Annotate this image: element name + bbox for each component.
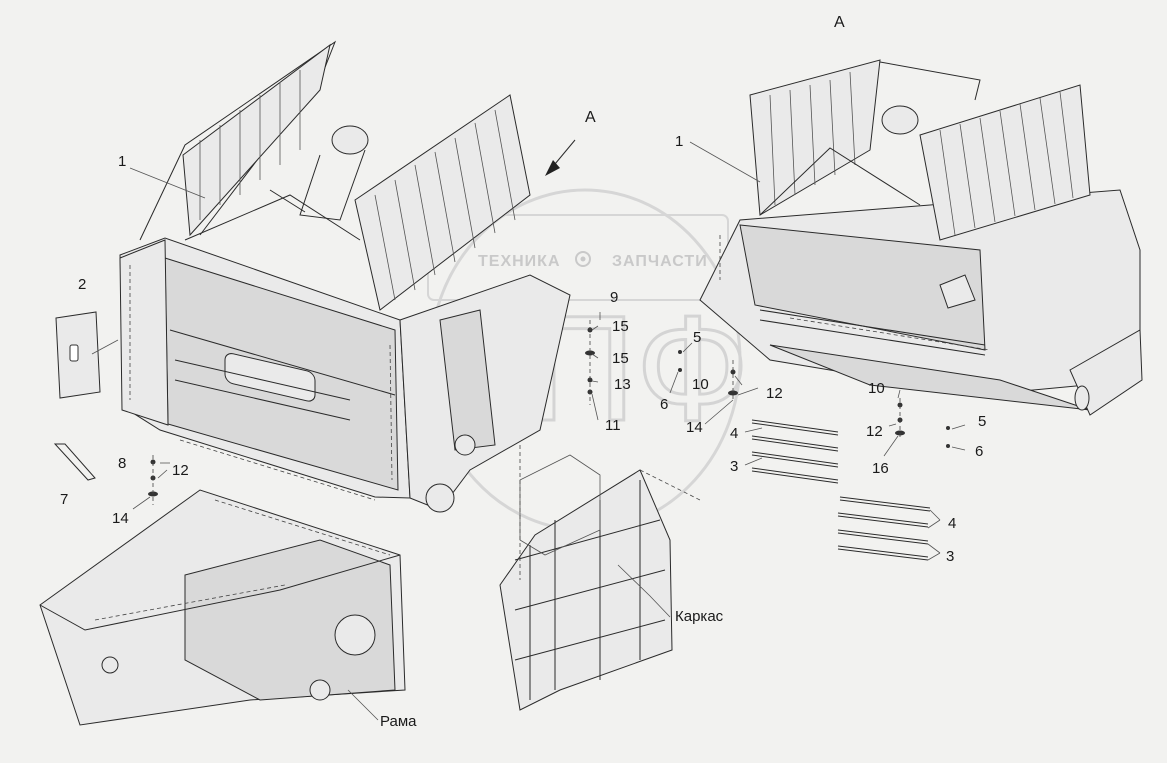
strips-right (837, 496, 931, 561)
leader-lines (129, 141, 966, 721)
callout-5-left: 5 (693, 329, 701, 346)
callout-16: 16 (872, 460, 889, 477)
callout-1-left: 1 (118, 153, 126, 170)
gear-icon (575, 251, 591, 267)
carcass-assembly (499, 445, 701, 711)
callout-15b: 15 (612, 350, 629, 367)
callout-15a: 15 (612, 318, 629, 335)
callout-11: 11 (605, 417, 621, 434)
left-cab-assembly (119, 40, 571, 513)
label-frame: Рама (380, 713, 417, 730)
callout-2: 2 (78, 276, 86, 293)
callout-14b-left: 14 (686, 419, 703, 436)
callout-12-left: 12 (172, 462, 189, 479)
view-arrow-label: А (585, 109, 596, 126)
callout-4-left: 4 (730, 425, 738, 442)
callout-3-left: 3 (730, 458, 738, 475)
callout-7: 7 (60, 491, 68, 508)
callout-9: 9 (610, 289, 618, 306)
callout-8: 8 (118, 455, 126, 472)
fasteners-left (148, 320, 738, 505)
frame-assembly (39, 489, 406, 726)
view-arrow (545, 139, 576, 176)
callout-5-right: 5 (978, 413, 986, 430)
callout-6-left: 6 (660, 396, 668, 413)
callout-10-right: 10 (868, 380, 885, 397)
callout-14-left: 14 (112, 510, 129, 527)
part-7-bracket (53, 443, 96, 481)
fasteners-right (895, 398, 950, 448)
callout-6-right: 6 (975, 443, 983, 460)
watermark-brand-right: ЗАПЧАСТИ (612, 253, 708, 270)
watermark-brand-left: ТЕХНИКА (478, 253, 561, 270)
callout-labels: А А 1 2 7 8 12 14 9 15 15 13 11 5 6 10 1… (60, 14, 986, 730)
callout-1-right: 1 (675, 133, 683, 150)
callout-4-right: 4 (948, 515, 956, 532)
callout-12b-left: 12 (766, 385, 783, 402)
part-2-plate (55, 311, 119, 399)
view-title: А (834, 14, 845, 31)
callout-10-left: 10 (692, 376, 709, 393)
strips-left (751, 419, 839, 484)
label-carcass: Каркас (675, 608, 724, 625)
callout-12-right: 12 (866, 423, 883, 440)
callout-3-right: 3 (946, 548, 954, 565)
callout-13: 13 (614, 376, 631, 393)
right-cab-assembly (699, 59, 1143, 416)
